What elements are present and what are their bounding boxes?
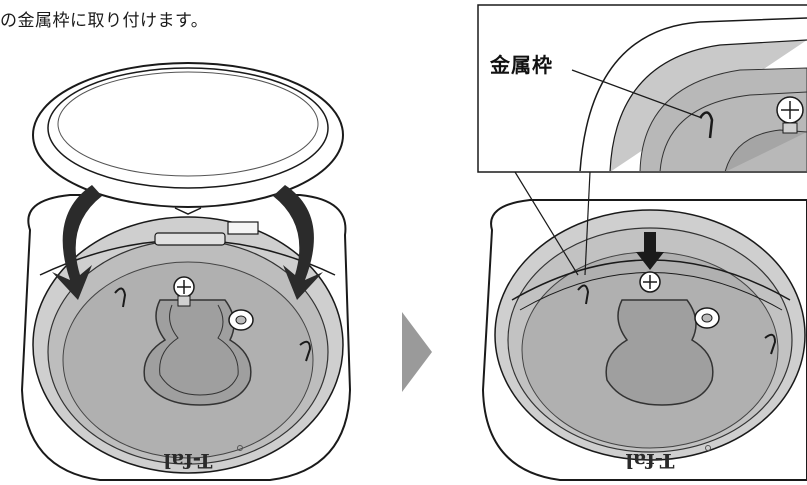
instruction-caption: の金属枠に取り付けます。 bbox=[0, 11, 209, 31]
curved-arrow-right bbox=[273, 185, 323, 300]
metal-frame-hook-right-1 bbox=[577, 284, 590, 305]
zoom-callout bbox=[477, 4, 807, 173]
metal-frame-hook-left-1 bbox=[114, 287, 127, 308]
metal-frame-hook-left-2 bbox=[299, 340, 312, 362]
down-arrow-icon bbox=[636, 232, 664, 270]
left-cooker-illustration bbox=[20, 62, 352, 481]
right-cooker-illustration bbox=[481, 199, 807, 481]
curved-arrow-left bbox=[52, 185, 102, 300]
metal-frame-hook-right-2 bbox=[764, 333, 777, 355]
metal-frame-hook-zoomed bbox=[698, 111, 714, 139]
metal-frame-label: 金属枠 bbox=[490, 53, 553, 77]
brand-logo-right: T-fal bbox=[625, 449, 674, 473]
brand-logo-left: T-fal bbox=[163, 449, 212, 473]
step-arrow-icon bbox=[402, 312, 432, 392]
